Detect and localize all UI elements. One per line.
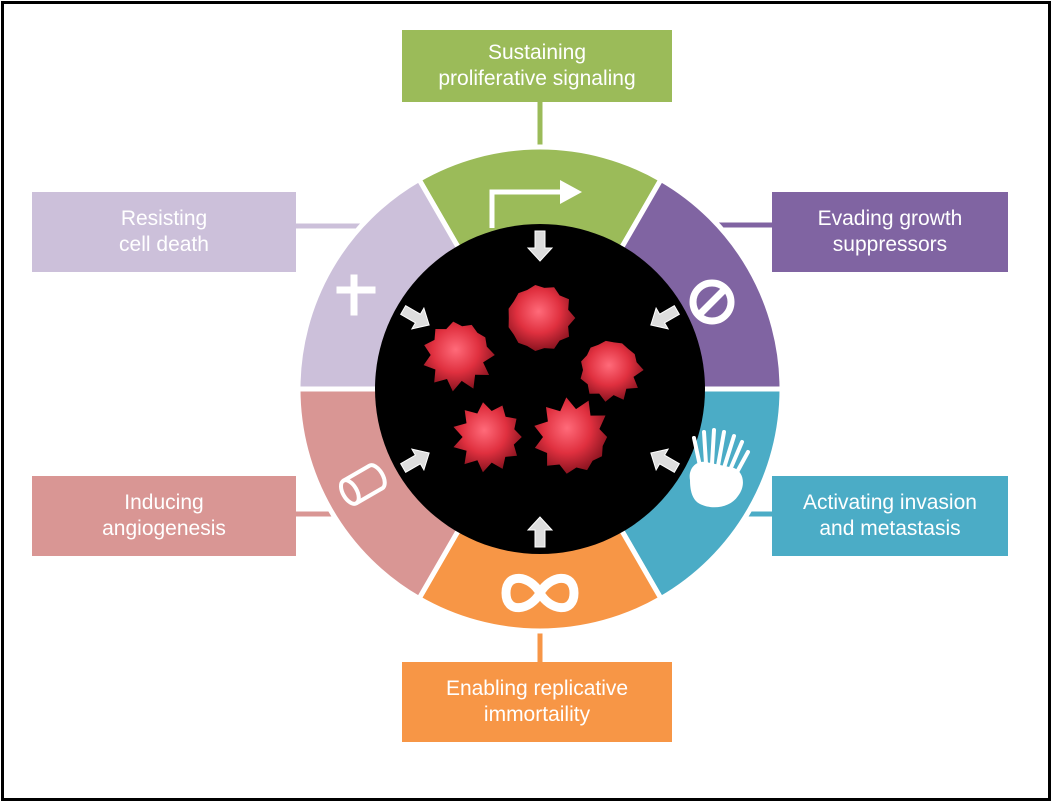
vessel-icon <box>338 463 387 506</box>
cancer-cell <box>508 285 576 351</box>
label-cell-death: Resisting cell death <box>119 207 209 256</box>
hallmark-immortality: Enabling replicative immortaility <box>402 662 672 742</box>
label-growth-suppressors: Evading growth suppressors <box>817 207 963 256</box>
label-proliferative: Sustaining proliferative signaling <box>438 41 636 90</box>
hand-icon <box>689 428 750 508</box>
hallmark-growth-suppressors: Evading growth suppressors <box>772 192 1008 272</box>
label-angiogenesis: Inducing angiogenesis <box>102 491 226 540</box>
label-invasion: Activating invasion and metastasis <box>803 491 977 540</box>
cross-icon <box>336 274 376 316</box>
inward-arrow <box>650 304 681 330</box>
hallmark-cell-death: Resisting cell death <box>32 192 296 272</box>
prohibition-icon <box>689 279 735 325</box>
inward-arrows <box>399 230 681 548</box>
arrow-icon <box>489 180 582 228</box>
inward-arrow <box>526 230 554 262</box>
label-immortality: Enabling replicative immortaility <box>445 677 629 726</box>
inward-arrow <box>650 448 681 474</box>
hallmarks-diagram <box>295 100 782 662</box>
cancer-cells <box>423 285 644 474</box>
cancer-cell <box>580 340 644 402</box>
inward-arrow <box>399 448 430 474</box>
hallmark-angiogenesis: Inducing angiogenesis <box>32 476 296 556</box>
cancer-cell <box>453 402 522 473</box>
inward-arrow <box>526 516 554 548</box>
hallmark-invasion: Activating invasion and metastasis <box>772 476 1008 556</box>
center-disc <box>375 224 705 554</box>
cancer-cell <box>423 321 495 392</box>
infinity-icon <box>501 573 579 613</box>
inward-arrow <box>399 304 430 330</box>
cancer-cell <box>534 397 608 474</box>
hallmark-proliferative: Sustaining proliferative signaling <box>402 30 672 102</box>
